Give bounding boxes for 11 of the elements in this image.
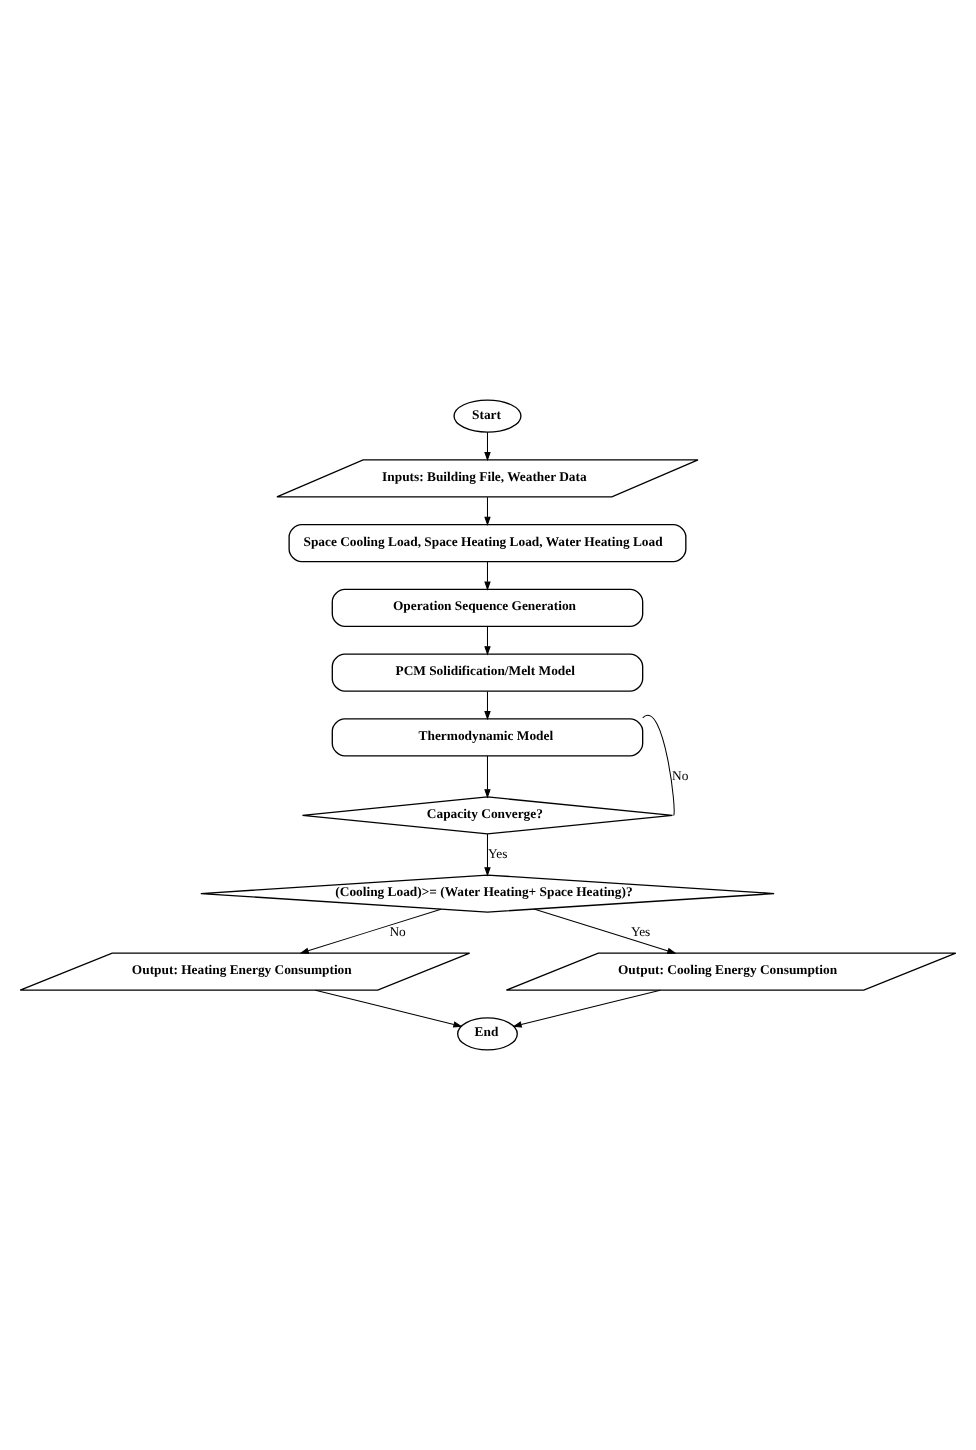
arrow: [484, 833, 491, 877]
arrow: [512, 989, 661, 1028]
arrow: [484, 431, 491, 462]
arrow: [484, 626, 491, 656]
arrow: [533, 908, 677, 954]
arrow: [484, 755, 491, 799]
arrow: [484, 690, 491, 721]
arrow: [484, 496, 491, 526]
arrow: [484, 561, 491, 591]
arrow: [314, 989, 463, 1028]
arrow: [299, 908, 442, 954]
